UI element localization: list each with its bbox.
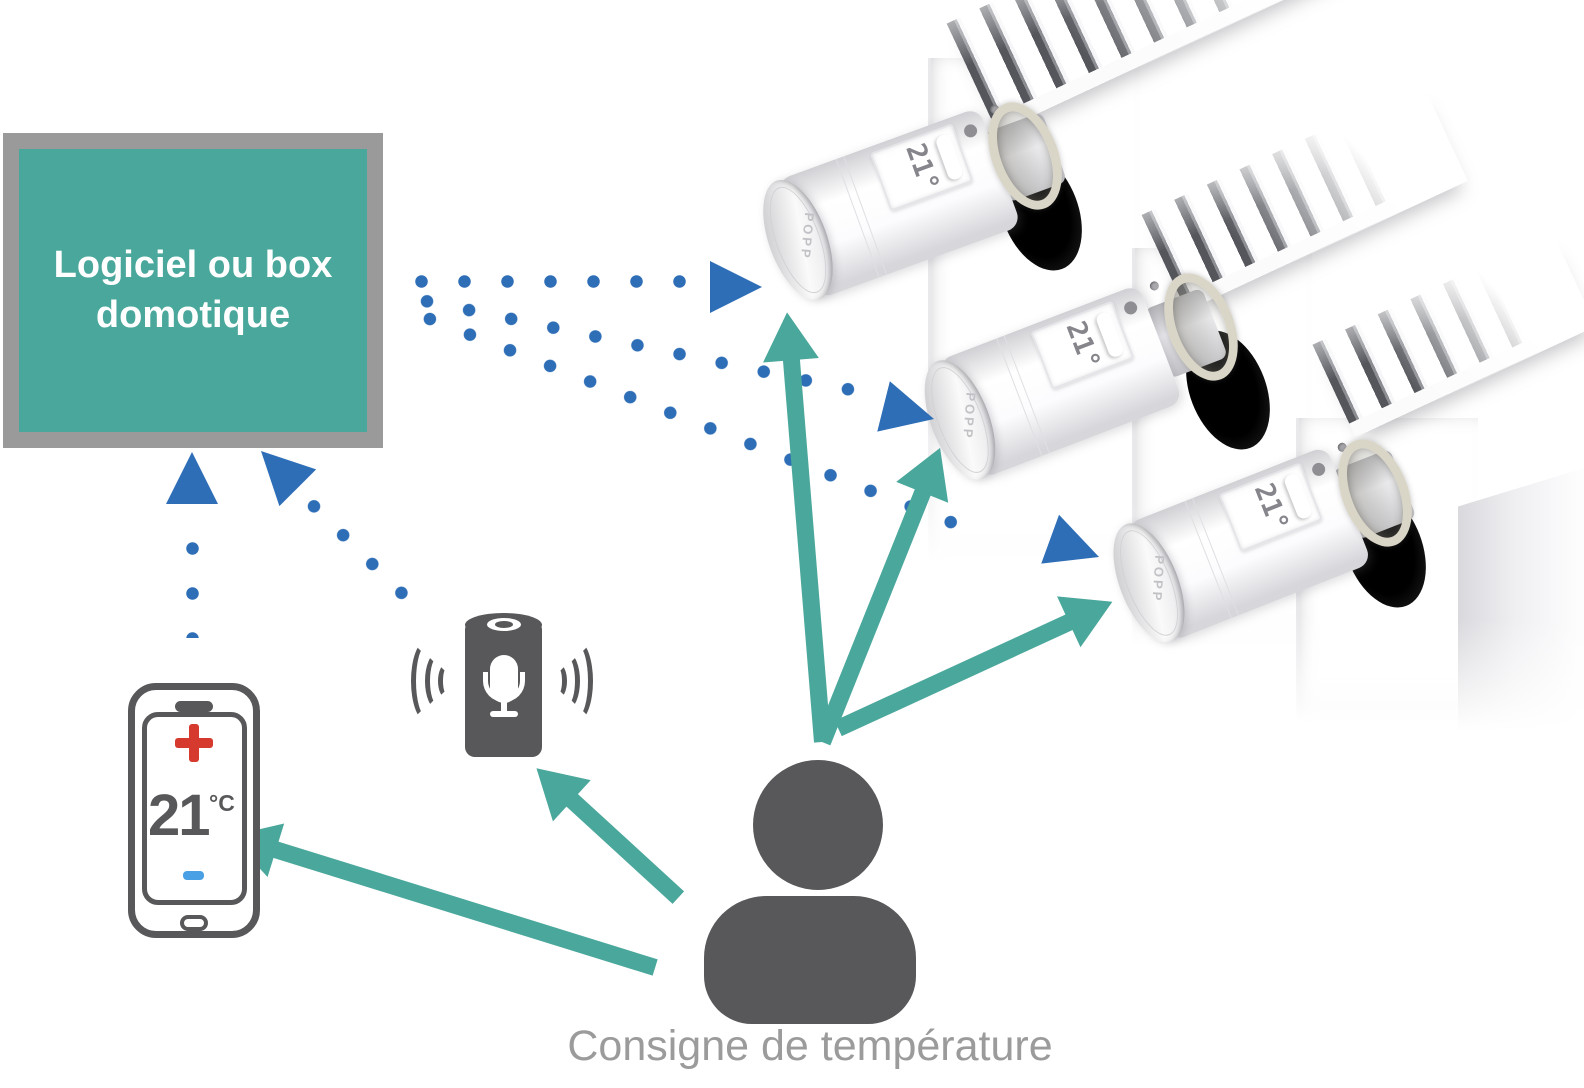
caption-text: Consigne de température (567, 1022, 1053, 1070)
sound-waves-left-icon (438, 664, 454, 698)
blue-arrowhead-valve1 (710, 261, 762, 313)
valve-temperature-readout: 21° (898, 139, 945, 196)
microphone-stem (501, 702, 507, 713)
domotique-box-label-line2: domotique (95, 293, 291, 336)
valve-temperature-readout: 21° (1059, 316, 1106, 374)
sound-waves-left-icon (425, 653, 449, 709)
phone-earpiece (175, 701, 213, 712)
domotique-box: Logiciel ou box domotique (3, 133, 383, 448)
phone-home-button (180, 915, 208, 931)
minus-icon (183, 871, 204, 880)
domotique-box-label-line1: Logiciel ou box (53, 244, 333, 287)
sound-waves-right-icon (563, 641, 593, 721)
phone-temperature-value: 21 (148, 783, 210, 848)
sound-waves-left-icon (411, 641, 441, 721)
dotted-link-box-to-valve1 (398, 275, 698, 288)
valve-screw (1148, 280, 1161, 292)
valve-temperature-readout: 21° (1247, 478, 1295, 536)
arrow-head (759, 310, 819, 363)
speaker-top-ring-hole (495, 621, 513, 628)
user-body (704, 896, 916, 1024)
user-head (753, 760, 883, 890)
dotted-link-speaker-to-box (293, 485, 425, 617)
domotique-box-screen: Logiciel ou box domotique (19, 149, 367, 432)
arrow-head (1057, 576, 1125, 648)
valve-brand-label: POPP (1149, 554, 1168, 604)
phone-temperature-unit: °C (209, 790, 235, 816)
radiator-3-fins (1312, 232, 1584, 438)
arrow-shaft (269, 840, 658, 977)
radiator-3-side-panel (1458, 468, 1584, 743)
plus-icon (189, 724, 199, 762)
arrow-shaft (563, 791, 684, 905)
dotted-link-phone-to-box (186, 526, 199, 638)
smartphone-icon: 21 °C (128, 683, 260, 938)
microphone-base (490, 711, 518, 717)
arrow-shaft (782, 355, 831, 743)
microphone-arc (483, 672, 525, 702)
blue-arrowhead-box-from-phone (166, 452, 218, 504)
